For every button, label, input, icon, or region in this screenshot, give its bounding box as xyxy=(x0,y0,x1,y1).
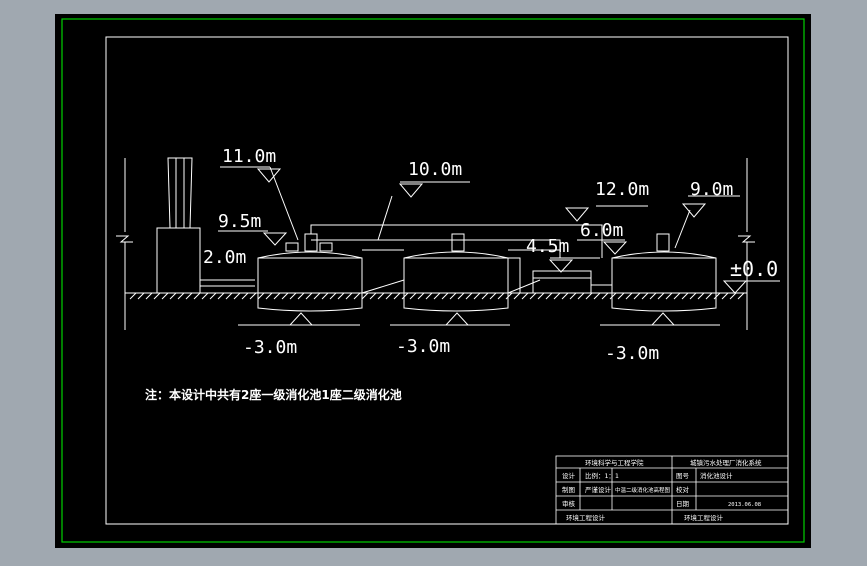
elevation-label: 11.0m xyxy=(222,146,276,167)
title-block xyxy=(555,455,789,525)
elevation-label: 4.5m xyxy=(526,236,569,257)
elevation-marker-bottom-1 xyxy=(288,312,314,326)
elevation-marker-10 xyxy=(398,183,424,198)
tb-drawing-no-label: 图号 xyxy=(676,472,690,480)
tb-drawing-no-value: 消化池设计 xyxy=(700,471,733,480)
gas-pipes xyxy=(310,224,612,294)
elevation-marker-6 xyxy=(602,241,628,255)
elevation-marker-11 xyxy=(256,168,282,183)
tb-footer-right: 环境工程设计 xyxy=(684,513,724,522)
elevation-marker-bottom-2 xyxy=(444,312,470,326)
elevation-marker-12 xyxy=(564,207,590,222)
elevation-label: 10.0m xyxy=(408,159,462,180)
elevation-marker-95 xyxy=(262,232,288,246)
elevation-marker-45 xyxy=(548,259,574,273)
elevation-marker-bottom-3 xyxy=(650,312,676,326)
elevation-label: 12.0m xyxy=(595,179,649,200)
elevation-label: 9.0m xyxy=(690,179,733,200)
tb-school: 环境科学与工程学院 xyxy=(585,458,644,467)
tb-check-label: 校对 xyxy=(676,485,690,494)
tb-drawing-name: 中温二级消化池高程图 xyxy=(615,486,671,494)
tb-review-label: 审核 xyxy=(562,499,576,508)
inlet-pipe xyxy=(199,263,255,287)
digester-tank-2 xyxy=(403,233,509,312)
elevation-label: 6.0m xyxy=(580,220,623,241)
digester-tank-1 xyxy=(257,233,363,312)
tb-footer-left: 环境工程设计 xyxy=(566,513,606,522)
stack-structure xyxy=(156,157,201,294)
elevation-label: 2.0m xyxy=(203,247,246,268)
design-note: 注：本设计中共有2座一级消化池1座二级消化池 xyxy=(145,387,402,402)
digester-tank-3 xyxy=(611,233,717,312)
right-break-line xyxy=(738,158,755,330)
outer-border xyxy=(61,18,805,543)
elevation-marker-ground xyxy=(722,280,748,294)
elevation-label: -3.0m xyxy=(605,343,659,364)
elevation-label-ground: ±0.0 xyxy=(730,257,778,281)
tb-design-label: 设计 xyxy=(562,471,576,480)
tb-project: 城镇污水处理厂消化系统 xyxy=(690,458,762,467)
tb-drawn-value: 严谨设计 xyxy=(585,485,612,494)
elevation-label: 9.5m xyxy=(218,211,261,232)
elevation-marker-9 xyxy=(681,203,707,218)
drawing-sheet xyxy=(55,14,811,548)
inner-frame xyxy=(105,36,789,525)
tb-scale: 比例：1：1 xyxy=(585,471,619,480)
left-break-line xyxy=(116,158,133,330)
elevation-label: -3.0m xyxy=(243,337,297,358)
ground-hatch xyxy=(129,292,745,300)
tb-date-value: 2013.06.08 xyxy=(728,502,761,508)
tb-date-label: 日期 xyxy=(676,500,690,508)
elevation-label: -3.0m xyxy=(396,336,450,357)
tb-drawn-label: 制图 xyxy=(562,485,575,494)
